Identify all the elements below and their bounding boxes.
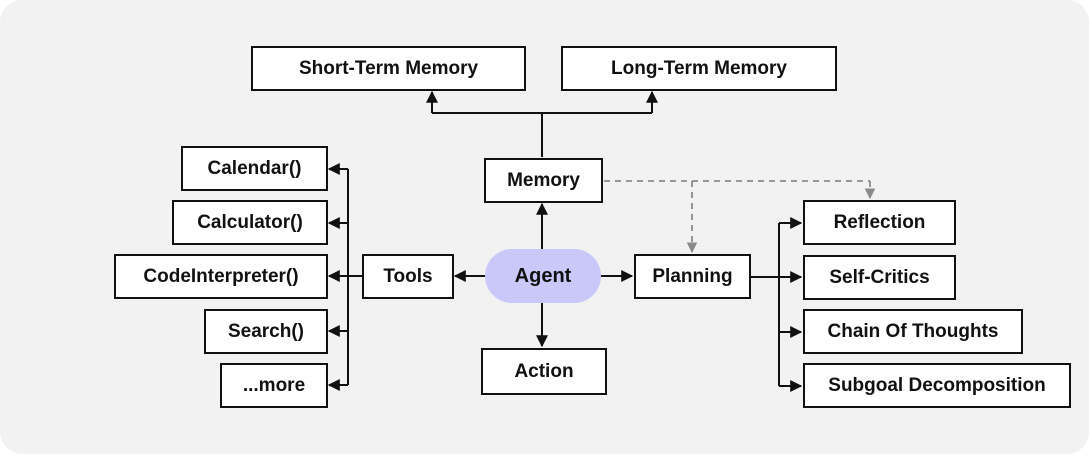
- short-term-memory-box: Short-Term Memory: [251, 46, 526, 91]
- planning-reflection-box: Reflection: [803, 200, 956, 245]
- planning-box: Planning: [634, 254, 751, 299]
- planning-chain-of-thoughts-box: Chain Of Thoughts: [803, 309, 1023, 354]
- tools-box: Tools: [362, 254, 454, 299]
- tool-calendar-box: Calendar(): [181, 146, 328, 191]
- long-term-memory-box: Long-Term Memory: [561, 46, 837, 91]
- planning-subgoal-decomposition-box: Subgoal Decomposition: [803, 363, 1071, 408]
- tool-search-box: Search(): [204, 309, 328, 354]
- tool-calculator-box: Calculator(): [172, 200, 328, 245]
- tool-codeinterpreter-box: CodeInterpreter(): [114, 254, 328, 299]
- agent-node: Agent: [485, 249, 601, 303]
- tool-more-box: ...more: [220, 363, 328, 408]
- memory-box: Memory: [484, 158, 603, 203]
- action-box: Action: [481, 348, 607, 395]
- planning-self-critics-box: Self-Critics: [803, 255, 956, 300]
